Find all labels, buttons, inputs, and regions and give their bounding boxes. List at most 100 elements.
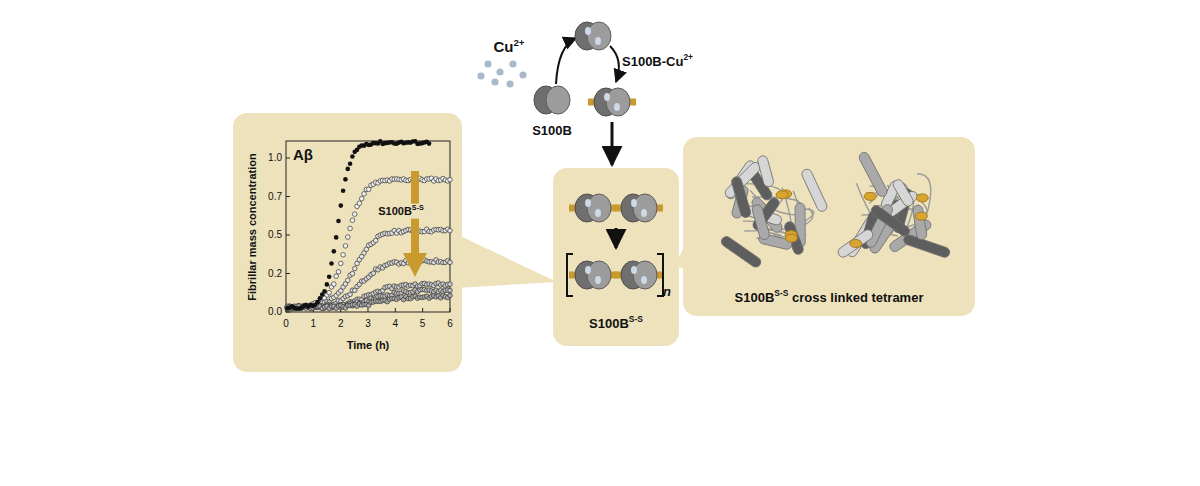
bracket	[657, 254, 663, 296]
data-point	[359, 196, 364, 201]
data-point	[338, 261, 343, 266]
node-text: 0	[283, 318, 289, 330]
data-point	[345, 235, 350, 240]
callout-tail	[456, 234, 557, 288]
helix	[857, 151, 888, 198]
data-point	[448, 260, 453, 265]
figure-label: S100B-Cu2+	[622, 55, 693, 70]
data-point	[332, 249, 337, 254]
s100b-dimer	[534, 86, 570, 114]
data-point	[334, 274, 339, 279]
data-point	[343, 177, 348, 182]
copper-site	[641, 276, 647, 284]
reaction-arrow	[615, 228, 618, 248]
s100b-dimer	[615, 261, 663, 289]
data-point	[327, 290, 332, 295]
monomer	[587, 261, 611, 289]
monomer	[587, 194, 611, 222]
copper-site	[641, 209, 647, 217]
data-point	[336, 219, 341, 224]
node-text: Fibrillar mass concentration	[246, 153, 259, 300]
helix	[783, 220, 804, 255]
tick	[286, 158, 290, 159]
helix	[719, 235, 762, 269]
tick	[286, 312, 290, 313]
s100b-dimer	[588, 88, 636, 116]
tick	[449, 308, 450, 312]
tick	[395, 308, 396, 312]
panel-illustration	[683, 137, 975, 316]
data-point	[362, 192, 367, 197]
disulfide-site	[785, 234, 797, 242]
data-point	[350, 218, 355, 223]
tick	[286, 196, 290, 197]
figure-label: Cu2+	[493, 38, 524, 55]
structure-panel: S100BS-S cross linked tetramer	[683, 137, 975, 316]
reaction-arrow	[610, 46, 619, 82]
copper-site	[585, 199, 591, 207]
data-point	[334, 235, 339, 240]
tick	[422, 308, 423, 312]
data-point	[336, 269, 341, 274]
monomer	[633, 261, 657, 289]
data-point	[345, 167, 350, 172]
data-point	[350, 154, 355, 159]
tick	[286, 235, 290, 236]
reaction-arrow	[611, 122, 614, 165]
copper-site	[595, 209, 601, 217]
data-point	[352, 212, 357, 217]
data-point	[448, 177, 453, 182]
disulfide-site	[915, 212, 927, 220]
copper-ion	[509, 60, 516, 67]
node-text: 4	[393, 318, 399, 330]
node-text: 5	[420, 318, 426, 330]
node-text: 0.2	[268, 268, 282, 280]
helix	[800, 168, 828, 213]
panel-illustration	[233, 113, 462, 372]
node-text: 0.7	[268, 191, 282, 203]
data-point	[371, 271, 376, 276]
data-point	[341, 252, 346, 257]
copper-ion	[506, 80, 513, 87]
node-text: n	[663, 285, 671, 300]
helix	[757, 155, 775, 188]
tick	[286, 273, 290, 274]
node-text: S100BS-S	[589, 317, 643, 332]
data-point	[348, 226, 353, 231]
helix	[912, 205, 927, 241]
s100b-dimer	[569, 194, 617, 222]
node-text: 1.0	[268, 152, 282, 164]
helix	[902, 234, 951, 259]
helix	[751, 204, 770, 241]
copper-ion	[496, 68, 503, 75]
data-point	[350, 271, 355, 276]
s100b-dimer	[615, 194, 663, 222]
data-point	[343, 244, 348, 249]
data-point	[448, 228, 453, 233]
s100b-dimer	[569, 261, 617, 289]
data-point	[325, 282, 330, 287]
copper-site	[631, 266, 637, 274]
data-point	[448, 288, 453, 293]
node-text: Time (h)	[347, 339, 390, 352]
copper-site	[595, 276, 601, 284]
copper-ion	[484, 60, 491, 67]
data-point	[348, 161, 353, 166]
copper-site	[604, 93, 610, 101]
node-text: 0.5	[268, 229, 282, 241]
data-point	[341, 188, 346, 193]
monomer	[633, 194, 657, 222]
node-text: 2	[338, 318, 344, 330]
copper-site	[585, 266, 591, 274]
monomer	[546, 86, 570, 114]
data-point	[352, 266, 357, 271]
copper-site	[585, 27, 591, 35]
node-text: S100BS-S cross linked tetramer	[735, 291, 924, 306]
plot-frame	[286, 141, 450, 312]
monomer	[606, 88, 630, 116]
data-point	[332, 282, 337, 287]
data-point	[345, 278, 350, 283]
disulfide-site	[776, 191, 788, 199]
data-point	[427, 141, 432, 146]
product-box: nS100BS-S	[553, 168, 679, 346]
